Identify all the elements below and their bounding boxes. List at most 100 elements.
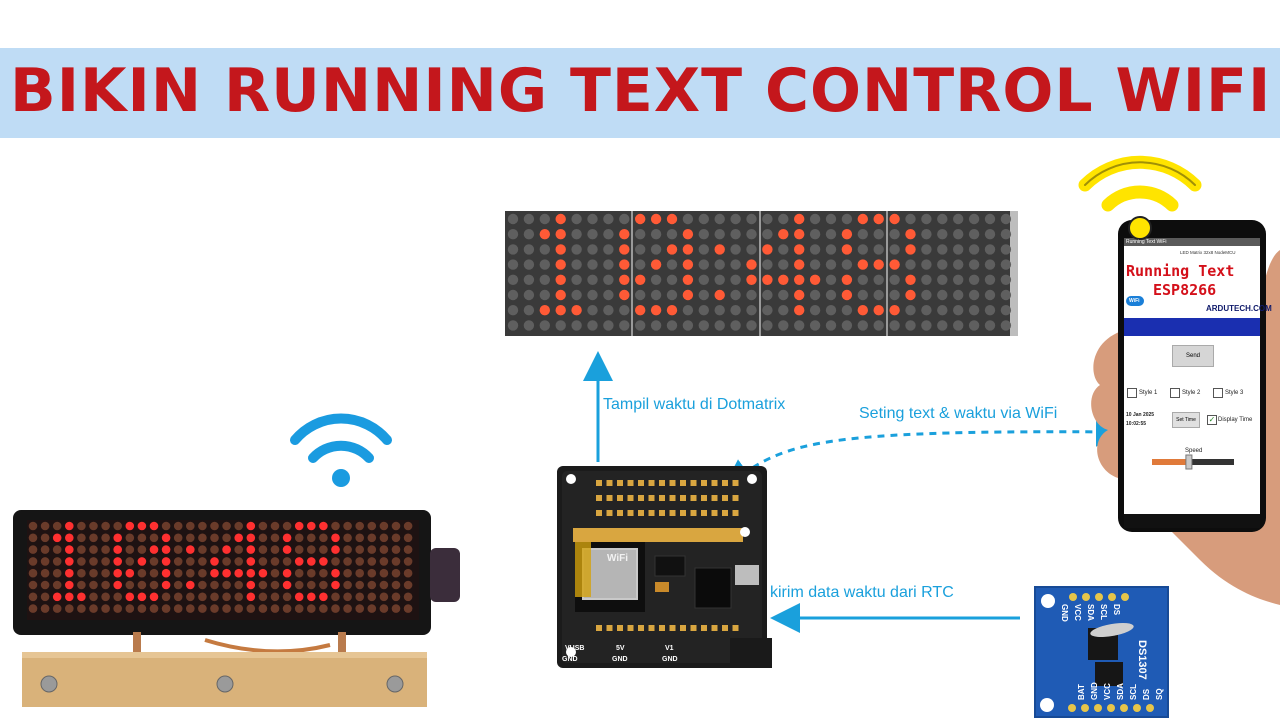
header-pin bbox=[648, 480, 655, 486]
matrix-dot bbox=[507, 213, 519, 225]
led-dot bbox=[149, 521, 159, 531]
led-dot bbox=[186, 557, 195, 566]
matrix-dot bbox=[666, 320, 678, 331]
led-dot bbox=[403, 521, 413, 531]
matrix-dot bbox=[555, 274, 566, 285]
led-dot bbox=[270, 580, 280, 590]
led-dot bbox=[246, 545, 256, 554]
matrix-dot bbox=[555, 229, 566, 240]
matrix-dot bbox=[619, 320, 630, 331]
matrix-dot bbox=[746, 320, 757, 331]
led-dot bbox=[125, 580, 135, 590]
led-dot bbox=[307, 545, 316, 554]
led-dot bbox=[367, 533, 377, 543]
matrix-dot bbox=[555, 213, 566, 225]
led-dot bbox=[367, 557, 377, 566]
rtc-pin-label-top: DS bbox=[1112, 604, 1121, 616]
rtc-pin-label-top: SCL bbox=[1099, 604, 1108, 620]
led-dot bbox=[161, 568, 171, 578]
matrix-dot bbox=[968, 274, 980, 285]
matrix-dot bbox=[523, 289, 535, 301]
matrix-dot bbox=[841, 320, 853, 331]
matrix-dot bbox=[905, 259, 916, 270]
matrix-dot bbox=[778, 289, 789, 301]
led-dot bbox=[186, 533, 195, 543]
led-dot bbox=[101, 568, 110, 578]
led-dot bbox=[307, 604, 316, 613]
led-dot bbox=[246, 521, 256, 531]
board-pin-vusb: VUSB bbox=[565, 645, 585, 652]
rtc-pin bbox=[1068, 704, 1076, 712]
matrix-dot bbox=[539, 274, 550, 285]
matrix-dot bbox=[905, 213, 916, 225]
led-dot bbox=[28, 545, 38, 554]
header-pin bbox=[669, 510, 676, 516]
led-matrix-device bbox=[13, 510, 460, 707]
led-dot bbox=[186, 568, 195, 578]
led-dot bbox=[331, 545, 340, 554]
matrix-dot bbox=[841, 229, 853, 240]
matrix-dot bbox=[650, 244, 662, 255]
led-dot bbox=[270, 557, 280, 566]
led-dot bbox=[210, 533, 219, 543]
phone-speed-slider[interactable] bbox=[1152, 455, 1234, 469]
led-dot bbox=[319, 533, 328, 543]
matrix-dot bbox=[794, 305, 805, 316]
phone-display-time-checkbox[interactable]: ✓ bbox=[1207, 415, 1217, 425]
led-dot bbox=[210, 604, 219, 613]
phone-title-line1: Running Text bbox=[1126, 262, 1235, 280]
phone-set-time-button[interactable]: Set Time bbox=[1172, 412, 1200, 428]
wifi-icon-blue bbox=[290, 413, 392, 487]
led-dot bbox=[258, 568, 268, 578]
led-dot bbox=[173, 604, 183, 613]
led-dot bbox=[89, 568, 98, 578]
matrix-dot bbox=[984, 229, 996, 240]
header-pin bbox=[701, 480, 707, 486]
matrix-dot bbox=[825, 289, 837, 301]
phone-style2-checkbox[interactable] bbox=[1170, 388, 1180, 398]
led-dot bbox=[294, 521, 304, 531]
matrix-dot bbox=[507, 244, 519, 255]
matrix-dot bbox=[507, 259, 519, 270]
header-pin bbox=[690, 480, 697, 486]
matrix-dot bbox=[889, 244, 900, 255]
led-dot bbox=[173, 592, 183, 602]
led-dot bbox=[307, 580, 316, 590]
matrix-dot bbox=[650, 259, 662, 270]
led-dot bbox=[137, 592, 147, 602]
header-pin bbox=[701, 625, 707, 631]
matrix-dot bbox=[873, 213, 884, 225]
matrix-dot bbox=[937, 274, 948, 285]
led-dot bbox=[137, 568, 147, 578]
led-dot bbox=[294, 592, 304, 602]
led-dot bbox=[173, 580, 183, 590]
header-pin bbox=[648, 625, 655, 631]
led-dot bbox=[403, 557, 413, 566]
led-dot bbox=[89, 545, 98, 554]
phone-style1-checkbox[interactable] bbox=[1127, 388, 1137, 398]
led-dot bbox=[65, 557, 74, 566]
phone-style3-checkbox[interactable] bbox=[1213, 388, 1223, 398]
led-dot bbox=[149, 580, 159, 590]
matrix-dot bbox=[984, 259, 996, 270]
led-dot bbox=[198, 604, 207, 613]
matrix-dot bbox=[714, 244, 725, 255]
header-pin bbox=[732, 510, 739, 516]
matrix-dot bbox=[635, 259, 646, 270]
matrix-dot bbox=[523, 229, 535, 240]
matrix-dot bbox=[905, 305, 916, 316]
led-dot bbox=[40, 557, 50, 566]
led-dot bbox=[367, 604, 377, 613]
matrix-dot bbox=[857, 320, 868, 331]
header-pin bbox=[638, 495, 644, 501]
header-pin bbox=[680, 495, 686, 501]
matrix-dot bbox=[507, 320, 519, 331]
phone-send-button[interactable]: Send bbox=[1172, 345, 1214, 367]
matrix-dot bbox=[794, 213, 805, 225]
matrix-dot bbox=[889, 274, 900, 285]
led-dot bbox=[161, 604, 171, 613]
rtc-pin-label-bottom: GND bbox=[1090, 682, 1099, 700]
matrix-dot bbox=[1000, 289, 1012, 301]
led-dot bbox=[307, 521, 316, 531]
led-dot bbox=[403, 568, 413, 578]
